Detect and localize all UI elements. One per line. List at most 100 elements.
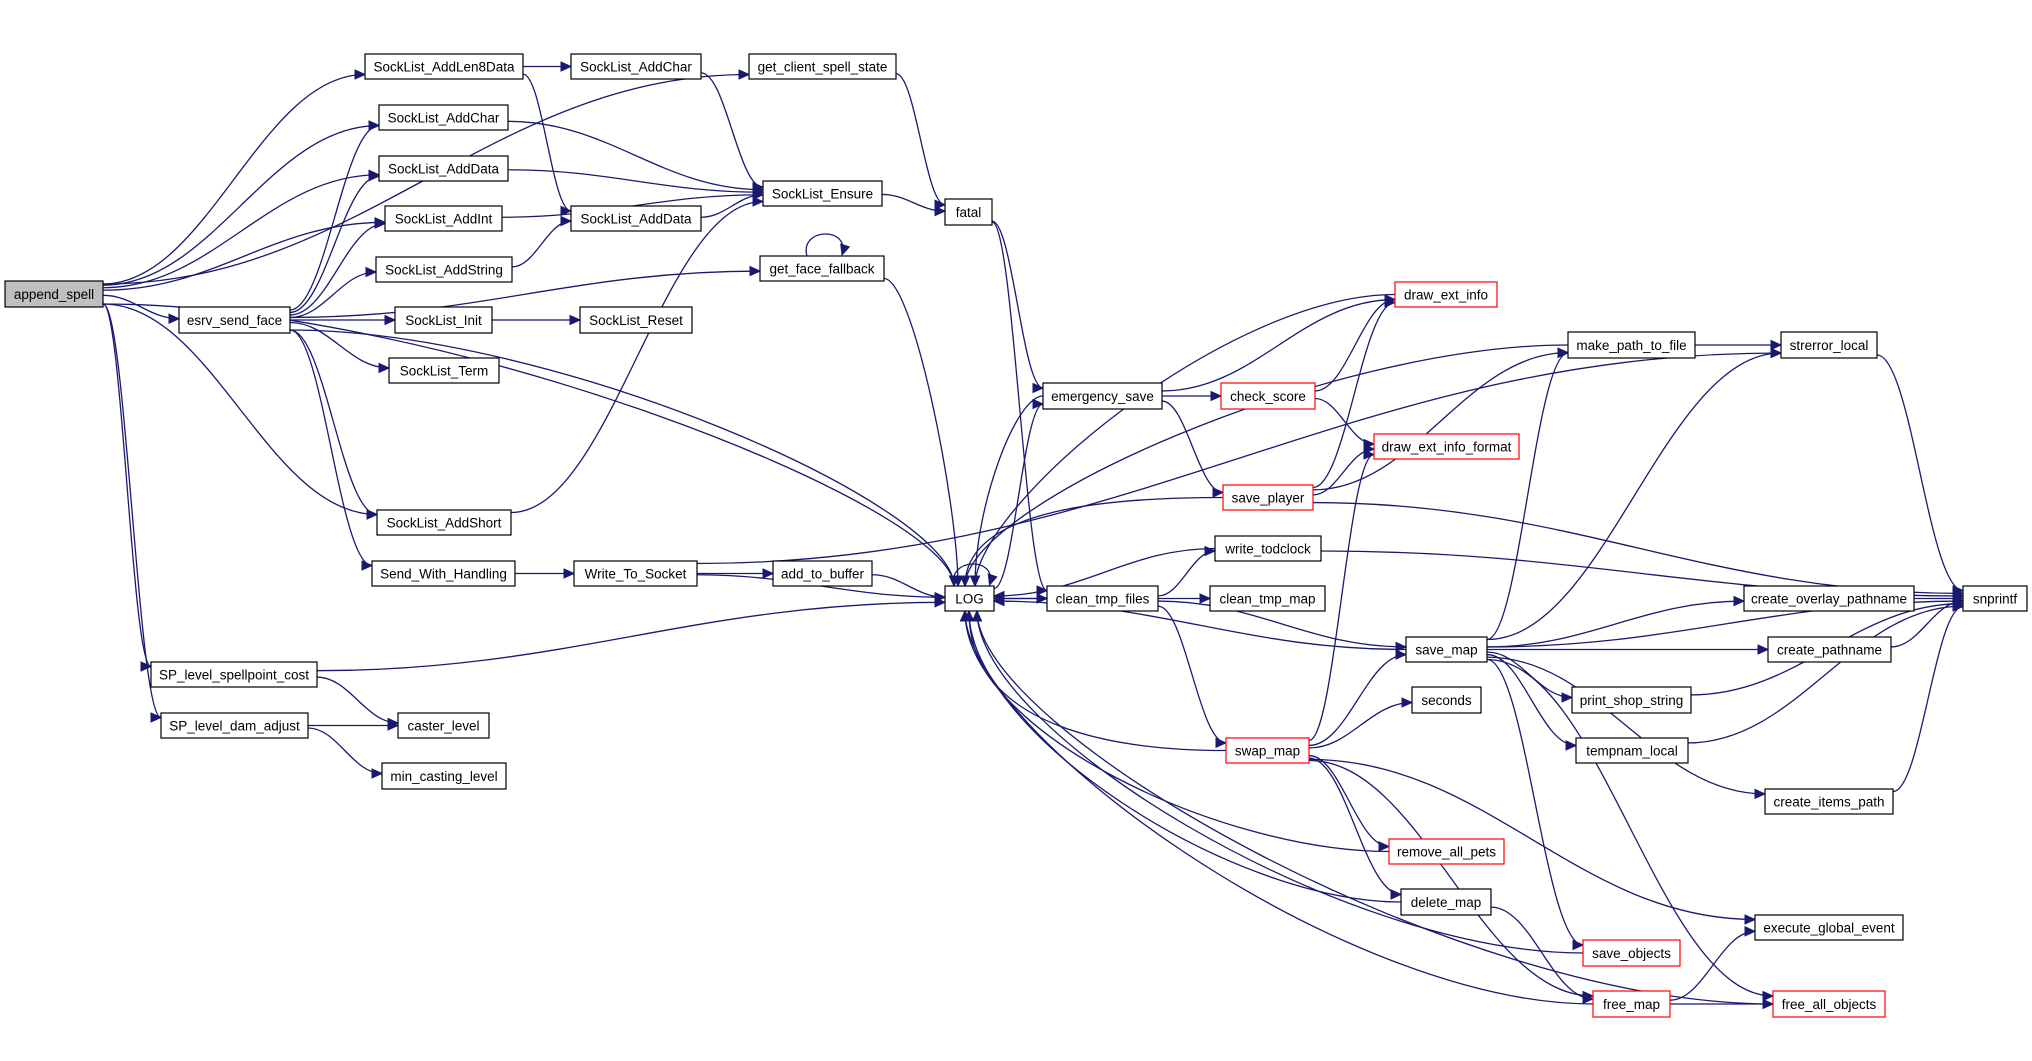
node-box[interactable] (364, 53, 524, 80)
graph-node-remove-all-pets[interactable]: remove_all_pets (1388, 838, 1505, 865)
node-box[interactable] (4, 280, 104, 308)
node-box[interactable] (397, 712, 490, 739)
graph-node-add-to-buffer[interactable]: add_to_buffer (772, 560, 873, 587)
graph-node-socklist-addshort[interactable]: SockList_AddShort (376, 509, 512, 536)
node-box[interactable] (1220, 382, 1316, 410)
node-box[interactable] (579, 306, 693, 334)
node-box[interactable] (1400, 888, 1492, 916)
graph-node-draw-ext-info-format[interactable]: draw_ext_info_format (1373, 433, 1520, 460)
node-box[interactable] (1962, 585, 2028, 612)
graph-node-free-map[interactable]: free_map (1592, 990, 1671, 1018)
graph-node-swap-map[interactable]: swap_map (1225, 737, 1310, 764)
graph-node-draw-ext-info[interactable]: draw_ext_info (1394, 281, 1498, 308)
graph-node-seconds[interactable]: seconds (1411, 686, 1482, 714)
node-box[interactable] (1592, 990, 1671, 1018)
node-box[interactable] (1214, 535, 1322, 562)
graph-node-tempnam-local[interactable]: tempnam_local (1575, 737, 1689, 764)
node-box[interactable] (384, 205, 503, 232)
graph-node-snprintf[interactable]: snprintf (1962, 585, 2028, 612)
graph-node-socklist-adddata-a[interactable]: SockList_AddData (378, 155, 509, 182)
node-box[interactable] (570, 205, 702, 232)
node-box[interactable] (160, 712, 309, 739)
node-box[interactable] (376, 509, 512, 536)
node-box[interactable] (1575, 737, 1689, 764)
node-box[interactable] (1046, 585, 1159, 612)
graph-node-get-client-spell-state[interactable]: get_client_spell_state (748, 53, 897, 80)
node-box[interactable] (1373, 433, 1520, 460)
graph-node-fatal[interactable]: fatal (944, 198, 993, 226)
node-box[interactable] (1225, 737, 1310, 764)
node-box[interactable] (759, 255, 885, 282)
node-box[interactable] (573, 560, 698, 587)
graph-node-socklist-ensure[interactable]: SockList_Ensure (762, 180, 883, 207)
node-box[interactable] (1411, 686, 1482, 714)
node-box[interactable] (762, 180, 883, 207)
graph-node-save-player[interactable]: save_player (1222, 484, 1314, 511)
graph-node-sp-level-spellpoint-cost[interactable]: SP_level_spellpoint_cost (150, 661, 318, 688)
graph-node-socklist-addint[interactable]: SockList_AddInt (384, 205, 503, 232)
graph-node-clean-tmp-map[interactable]: clean_tmp_map (1209, 585, 1326, 612)
node-box[interactable] (1388, 838, 1505, 865)
node-box[interactable] (944, 585, 995, 612)
graph-node-create-items-path[interactable]: create_items_path (1764, 788, 1894, 815)
graph-node-append-spell[interactable]: append_spell (4, 280, 104, 308)
node-box[interactable] (1571, 686, 1692, 714)
graph-node-socklist-addlen8data[interactable]: SockList_AddLen8Data (364, 53, 524, 80)
graph-node-save-objects[interactable]: save_objects (1582, 939, 1681, 967)
node-box[interactable] (378, 104, 509, 131)
graph-node-caster-level[interactable]: caster_level (397, 712, 490, 739)
node-box[interactable] (1780, 331, 1878, 359)
node-box[interactable] (178, 306, 291, 334)
node-box[interactable] (381, 762, 507, 790)
node-box[interactable] (748, 53, 897, 80)
graph-node-make-path-to-file[interactable]: make_path_to_file (1567, 331, 1696, 359)
node-box[interactable] (772, 560, 873, 587)
graph-node-save-map[interactable]: save_map (1405, 636, 1488, 663)
graph-node-free-all-objects[interactable]: free_all_objects (1772, 990, 1886, 1018)
graph-node-socklist-init[interactable]: SockList_Init (394, 306, 493, 334)
graph-node-check-score[interactable]: check_score (1220, 382, 1316, 410)
graph-node-socklist-adddata-b[interactable]: SockList_AddData (570, 205, 702, 232)
graph-node-socklist-addstring[interactable]: SockList_AddString (375, 256, 513, 283)
node-box[interactable] (1567, 331, 1696, 359)
node-box[interactable] (1772, 990, 1886, 1018)
graph-node-write-to-socket[interactable]: Write_To_Socket (573, 560, 698, 587)
node-box[interactable] (378, 155, 509, 182)
graph-node-execute-global-event[interactable]: execute_global_event (1754, 914, 1904, 941)
node-box[interactable] (1767, 636, 1892, 663)
graph-node-write-todclock[interactable]: write_todclock (1214, 535, 1322, 562)
node-box[interactable] (1209, 585, 1326, 612)
graph-node-create-overlay-pathname[interactable]: create_overlay_pathname (1743, 585, 1915, 612)
node-box[interactable] (1743, 585, 1915, 612)
node-box[interactable] (1042, 382, 1163, 410)
node-box[interactable] (1222, 484, 1314, 511)
node-box[interactable] (394, 306, 493, 334)
node-box[interactable] (150, 661, 318, 688)
graph-node-esrv-send-face[interactable]: esrv_send_face (178, 306, 291, 334)
graph-node-strerror-local[interactable]: strerror_local (1780, 331, 1878, 359)
graph-node-send-with-handling[interactable]: Send_With_Handling (371, 560, 516, 587)
node-box[interactable] (388, 357, 500, 384)
graph-node-emergency-save[interactable]: emergency_save (1042, 382, 1163, 410)
graph-node-delete-map[interactable]: delete_map (1400, 888, 1492, 916)
graph-node-sp-level-dam-adjust[interactable]: SP_level_dam_adjust (160, 712, 309, 739)
graph-node-socklist-addchar-b[interactable]: SockList_AddChar (570, 53, 702, 80)
graph-node-clean-tmp-files[interactable]: clean_tmp_files (1046, 585, 1159, 612)
node-box[interactable] (1582, 939, 1681, 967)
graph-node-min-casting-level[interactable]: min_casting_level (381, 762, 507, 790)
graph-node-print-shop-string[interactable]: print_shop_string (1571, 686, 1692, 714)
graph-node-socklist-addchar-a[interactable]: SockList_AddChar (378, 104, 509, 131)
node-box[interactable] (1754, 914, 1904, 941)
node-box[interactable] (1764, 788, 1894, 815)
graph-node-socklist-reset[interactable]: SockList_Reset (579, 306, 693, 334)
node-box[interactable] (375, 256, 513, 283)
graph-node-create-pathname[interactable]: create_pathname (1767, 636, 1892, 663)
node-box[interactable] (371, 560, 516, 587)
graph-node-log[interactable]: LOG (944, 585, 995, 612)
node-box[interactable] (1405, 636, 1488, 663)
node-box[interactable] (570, 53, 702, 80)
node-box[interactable] (944, 198, 993, 226)
node-box[interactable] (1394, 281, 1498, 308)
graph-node-socklist-term[interactable]: SockList_Term (388, 357, 500, 384)
graph-node-get-face-fallback[interactable]: get_face_fallback (759, 255, 885, 282)
